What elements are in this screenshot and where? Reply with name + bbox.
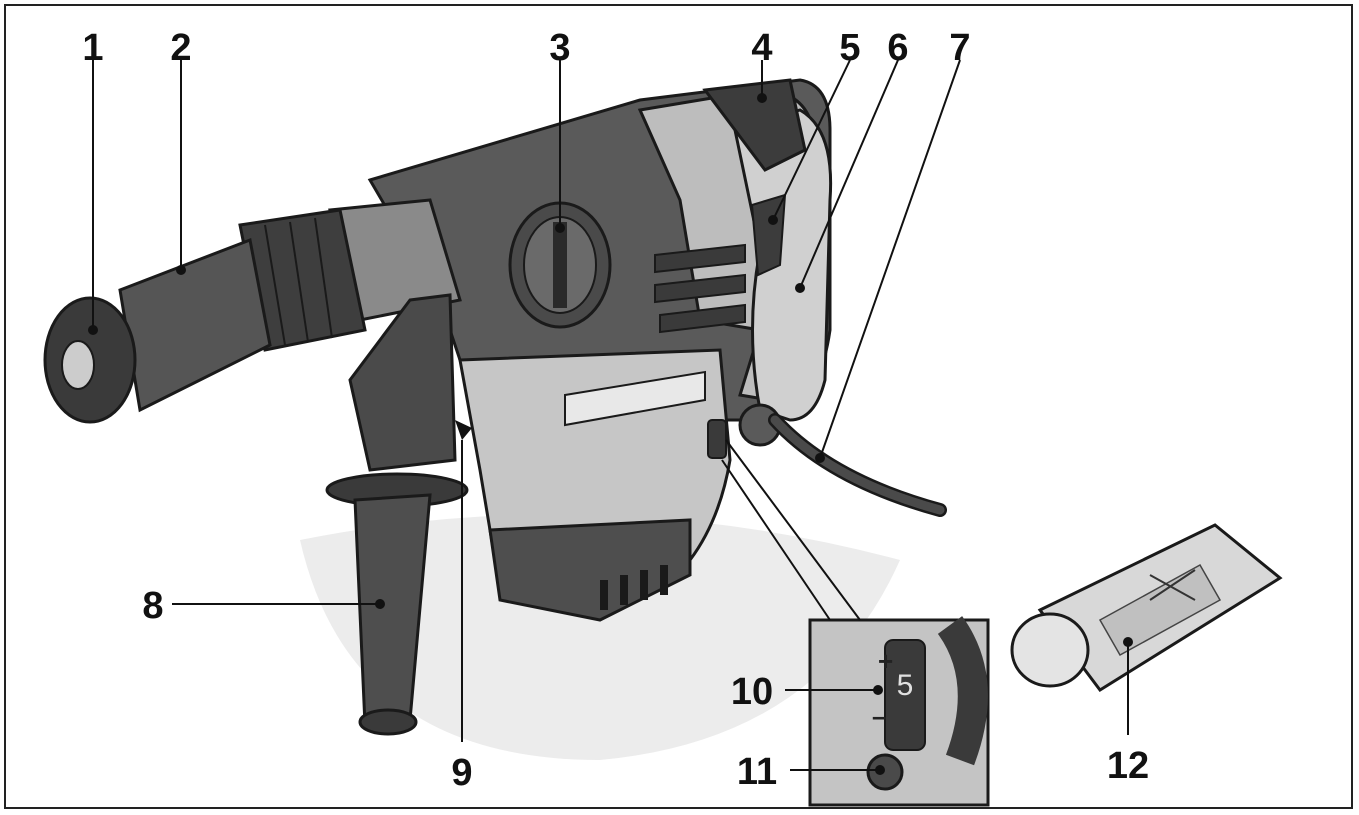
callout-8: 8 bbox=[142, 585, 163, 627]
sleeve-ribs bbox=[264, 217, 333, 346]
mode-selector-bar bbox=[553, 222, 567, 308]
callout-3: 3 bbox=[549, 27, 570, 69]
grease-label-cross-b bbox=[1149, 569, 1196, 601]
callout-2: 2 bbox=[170, 27, 191, 69]
callout-5: 5 bbox=[839, 27, 860, 69]
inset-handle-edge bbox=[937, 616, 988, 766]
label-plate bbox=[564, 370, 706, 427]
callout-9: 9 bbox=[451, 752, 472, 794]
floor-shadow bbox=[300, 514, 900, 760]
callout-12: 12 bbox=[1107, 745, 1149, 787]
speed-minus-sign: – bbox=[872, 701, 886, 731]
depth-stop-arrow bbox=[455, 420, 472, 440]
callout-7: 7 bbox=[949, 27, 970, 69]
power-cord bbox=[770, 415, 945, 515]
callout-4: 4 bbox=[751, 27, 772, 69]
speed-dial-value: 5 bbox=[897, 669, 914, 702]
rear-handle bbox=[733, 108, 833, 422]
callout-6: 6 bbox=[887, 27, 908, 69]
grease-label-cross-a bbox=[1149, 574, 1196, 601]
lock-button bbox=[866, 753, 904, 791]
speed-plus-sign: + bbox=[878, 646, 893, 676]
tool-holder-cone bbox=[118, 237, 272, 413]
grease-tube-cap bbox=[1010, 612, 1090, 688]
callout-1: 1 bbox=[82, 27, 103, 69]
bit-opening bbox=[61, 340, 95, 390]
aux-handle-end bbox=[358, 708, 418, 736]
callout-11: 11 bbox=[737, 751, 777, 793]
inset-zoom-line-left bbox=[721, 459, 831, 621]
trigger bbox=[750, 193, 787, 277]
aux-handle-mount bbox=[348, 293, 457, 472]
power-cord-outline bbox=[768, 413, 947, 517]
base-slots bbox=[600, 565, 668, 610]
speed-dial-wheel bbox=[884, 639, 926, 751]
callout-10: 10 bbox=[731, 671, 773, 713]
leader-lines bbox=[88, 59, 1133, 775]
speed-wheel-small bbox=[707, 419, 727, 459]
inset-zoom-line-right bbox=[725, 439, 861, 621]
vents bbox=[654, 243, 746, 334]
